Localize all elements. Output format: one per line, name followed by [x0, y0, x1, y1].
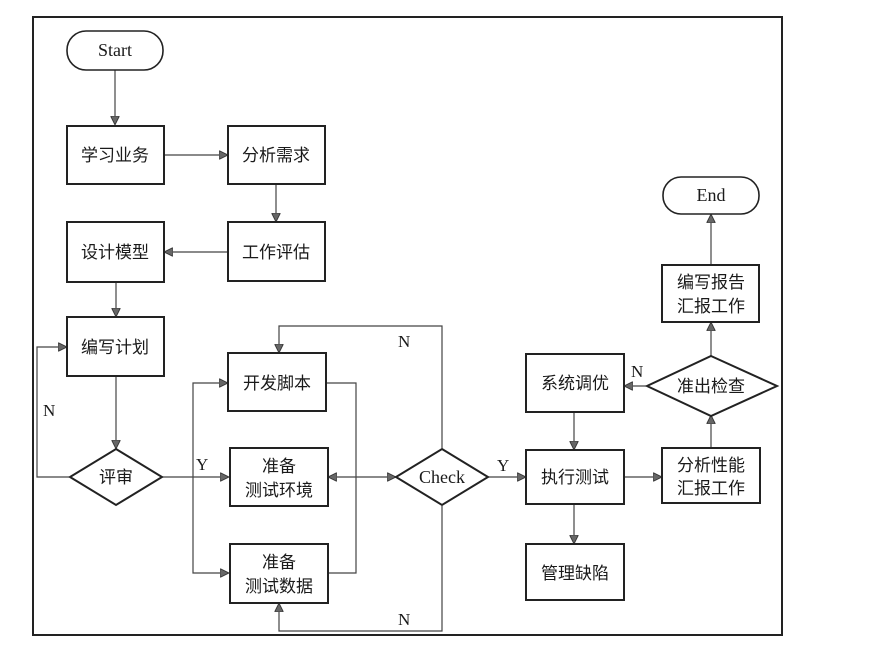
diagram-frame	[32, 16, 783, 636]
edge-check-no-to-script	[279, 325, 443, 448]
system-tuning-label: 系统调优	[541, 374, 609, 394]
check-yes-label: Y	[497, 456, 509, 475]
node-work-estimate: 工作评估	[227, 221, 326, 282]
node-write-report: 编写报告 汇报工作	[661, 264, 760, 323]
edge-script-data-bus	[326, 382, 357, 574]
node-prepare-env: 准备 测试环境	[229, 447, 329, 507]
node-execute-test: 执行测试	[525, 449, 625, 505]
check-no-bottom-label: N	[398, 610, 410, 629]
end-label: End	[697, 185, 726, 205]
start-label: Start	[98, 40, 132, 60]
edge-check-no-to-data	[279, 506, 443, 632]
exit-check-label: 准出检查	[677, 377, 745, 397]
write-report-label-line1: 编写报告	[677, 273, 745, 293]
decision-exit-check: 准出检查	[644, 354, 780, 418]
edge-review-yes-to-data	[192, 477, 228, 573]
analyze-performance-label-line1: 分析性能	[677, 456, 745, 476]
node-develop-script: 开发脚本	[227, 352, 327, 412]
manage-defects-label: 管理缺陷	[541, 564, 609, 584]
prepare-data-label-line1: 准备	[262, 553, 296, 573]
node-design-model: 设计模型	[66, 221, 165, 283]
design-model-label: 设计模型	[81, 243, 149, 263]
check-label: Check	[419, 467, 465, 487]
edge-review-no-to-plan	[36, 347, 69, 478]
node-system-tuning: 系统调优	[525, 353, 625, 413]
prepare-env-label-line1: 准备	[262, 457, 296, 477]
node-manage-defects: 管理缺陷	[525, 543, 625, 601]
develop-script-label: 开发脚本	[243, 374, 311, 394]
node-learn-business: 学习业务	[66, 125, 165, 185]
write-plan-label: 编写计划	[81, 338, 149, 358]
node-analyze-requirements: 分析需求	[227, 125, 326, 185]
analyze-performance-label-line2: 汇报工作	[677, 479, 745, 499]
review-no-label: N	[43, 401, 55, 420]
exit-check-no-label: N	[631, 362, 643, 381]
prepare-data-label-line2: 测试数据	[245, 577, 313, 597]
decision-check: Check	[394, 447, 490, 507]
node-analyze-performance: 分析性能 汇报工作	[661, 447, 761, 504]
work-estimate-label: 工作评估	[242, 243, 310, 263]
node-write-plan: 编写计划	[66, 316, 165, 377]
edge-review-yes-to-script	[192, 383, 227, 477]
learn-business-label: 学习业务	[81, 146, 149, 166]
review-label: 评审	[99, 468, 133, 488]
prepare-env-label-line2: 测试环境	[245, 481, 313, 501]
end-terminal: End	[662, 176, 760, 215]
review-yes-label: Y	[196, 455, 208, 474]
execute-test-label: 执行测试	[541, 468, 609, 488]
node-prepare-data: 准备 测试数据	[229, 543, 329, 604]
decision-review: 评审	[68, 447, 164, 507]
write-report-label-line2: 汇报工作	[677, 297, 745, 317]
analyze-requirements-label: 分析需求	[242, 146, 310, 166]
check-no-top-label: N	[398, 332, 410, 351]
start-terminal: Start	[66, 30, 164, 71]
